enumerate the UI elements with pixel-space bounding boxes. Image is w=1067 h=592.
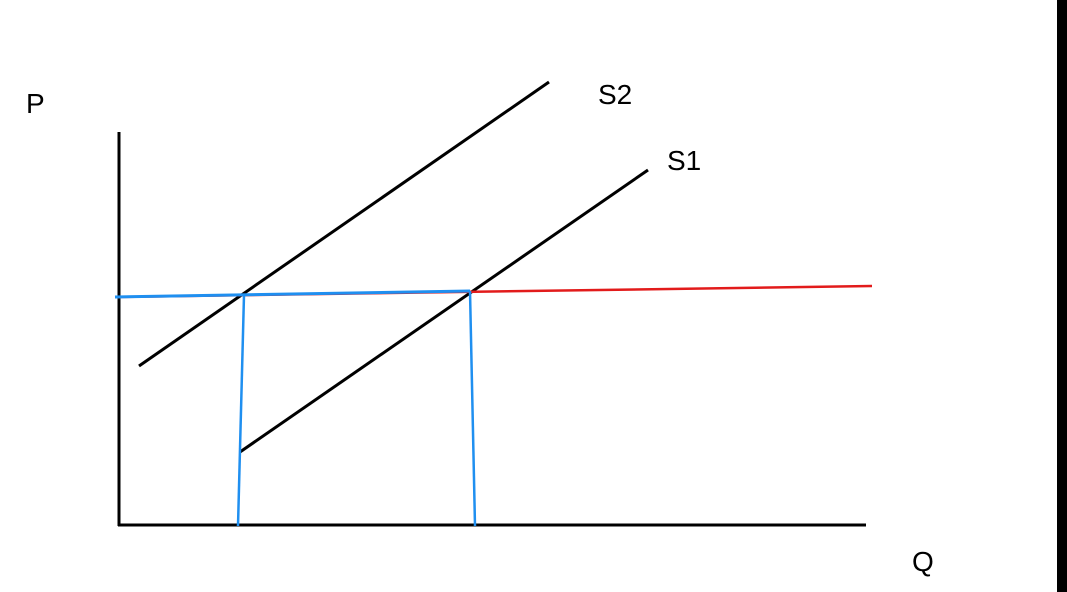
supply-1-label: S1 [667,145,701,176]
price-guide-line [114,289,471,299]
price-axis-label: P [26,88,45,119]
quantity-axis-label: Q [912,546,934,577]
supply-curve-s2 [138,80,550,368]
supply-2-label: S2 [598,79,632,110]
quantity-guide-line-s2 [236,294,246,527]
window-edge-bar [1057,0,1067,592]
quantity-guide-line-s1 [468,290,477,527]
supply-curve-s1 [239,168,649,454]
